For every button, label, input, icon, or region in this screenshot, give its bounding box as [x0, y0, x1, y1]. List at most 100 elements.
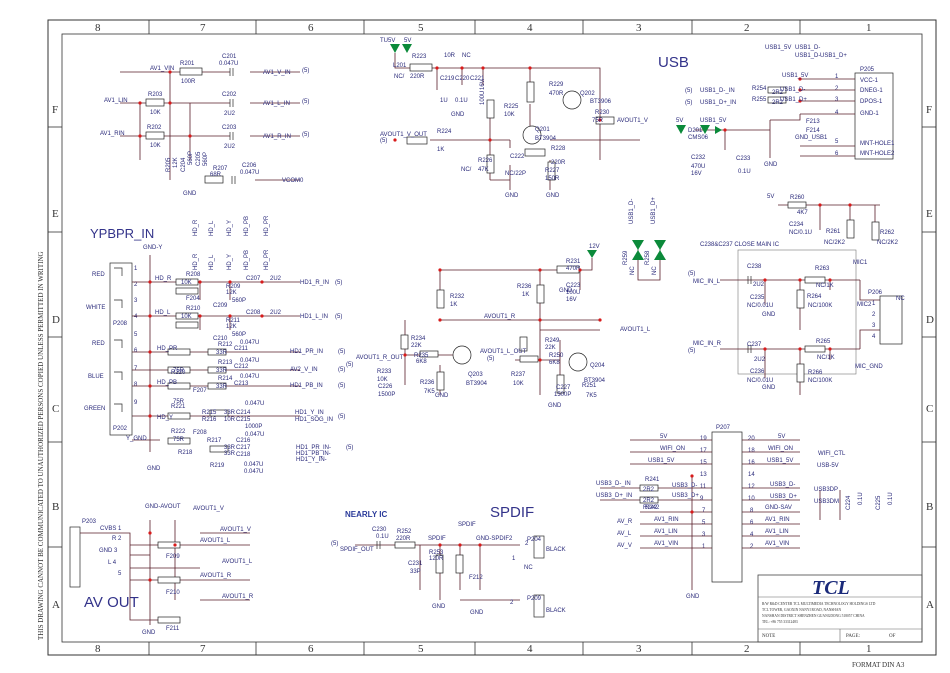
- part-value: 2U2: [224, 144, 236, 150]
- tcl-logo: TCL: [812, 577, 850, 599]
- part-ref: C213: [234, 381, 249, 387]
- part-ref: R209: [226, 284, 241, 290]
- pin-number: 1: [872, 301, 876, 307]
- net-label: AV1_VIN: [654, 541, 678, 547]
- part-ref: R223: [412, 54, 427, 60]
- part-ref: C220: [455, 76, 470, 82]
- pin-name: VCC-1: [860, 78, 879, 84]
- format-label: FORMAT DIN A3: [852, 661, 905, 669]
- page-label: PAGE:: [846, 634, 860, 639]
- part-value: NC/100K: [808, 303, 832, 309]
- part-value: 1U: [440, 98, 448, 104]
- part-ref: R225: [504, 104, 519, 110]
- net-label: USB1_D-: [795, 45, 820, 51]
- pin-number: 3: [872, 323, 876, 329]
- part-ref: C238: [747, 264, 762, 270]
- pin-number: 9: [700, 496, 704, 502]
- net-label: USB3_D+: [770, 494, 797, 500]
- net-label: HD1_R_IN: [300, 280, 329, 286]
- gnd-label: GND: [764, 162, 778, 168]
- pin-number: 14: [748, 472, 755, 478]
- part-value: 220R: [396, 536, 411, 542]
- part-value: 10K: [150, 110, 161, 116]
- pin-number: 1: [134, 266, 138, 272]
- net-label: SPDIF_OUT: [340, 547, 374, 553]
- connector-ref: P203: [82, 519, 97, 525]
- pin-number: 2: [750, 544, 754, 550]
- net-label: USB3_D-: [770, 482, 795, 488]
- net-label: HD_L: [155, 310, 171, 316]
- part-ref: R265: [816, 339, 831, 345]
- net-label: AV1_LIN: [104, 98, 128, 104]
- net-label: AV1_R_IN: [263, 134, 291, 140]
- pin-number: 4: [134, 314, 138, 320]
- part-value: 16V: [691, 171, 702, 177]
- address-line: NANSHAN DISTRICT SHENZHEN GUANGDONG 5180…: [762, 614, 865, 618]
- pin-number: 9: [134, 400, 138, 406]
- part-value: 33R: [216, 350, 228, 356]
- av-out-title: AV OUT: [84, 594, 139, 611]
- mic-block: R260 4K7 C234 NC/0.1U R261 NC/2K2 R262 N…: [688, 194, 905, 395]
- pin-number: 16: [748, 460, 755, 466]
- part-value: 0.047U: [240, 170, 259, 176]
- pin-name: DNEG-1: [860, 88, 883, 94]
- part-value: 10R: [444, 53, 456, 59]
- part-value: 75R: [173, 368, 185, 374]
- address-line: TEL: +86 755 33312483: [762, 620, 798, 624]
- gnd-label: GND: [142, 630, 156, 636]
- part-value: 12K: [173, 157, 179, 168]
- video-buffer-block: TU5V 5V AVOUT1_V_OUT AVOUT1_V NC/ (5) GN…: [380, 38, 648, 199]
- net-label: AVOUT1_L_OUT: [480, 349, 527, 355]
- pin-number: 2: [872, 312, 876, 318]
- net-label: MIC2: [857, 302, 872, 308]
- col-label: 6: [308, 22, 314, 34]
- part-ref: C217: [236, 445, 251, 451]
- pin-number: 7: [702, 508, 706, 514]
- net-label: NC: [896, 296, 905, 302]
- net-label: (5): [335, 280, 342, 286]
- part-value: 560P: [188, 151, 194, 165]
- net-label: GND-SAV: [765, 505, 792, 511]
- gnd-label: GND: [435, 393, 449, 399]
- part-ref: R205: [166, 157, 172, 172]
- pin-name: MNT-HOLE2: [860, 151, 895, 157]
- net-label: (5): [338, 414, 345, 420]
- net-label: USB1_5V: [782, 73, 808, 79]
- part-ref: R211: [226, 318, 241, 324]
- net-label: HD_PB: [244, 216, 250, 236]
- part-ref: R226: [478, 158, 493, 164]
- net-label: (5): [487, 356, 494, 362]
- part-value: 22K: [411, 343, 422, 349]
- part-value: 560P: [232, 332, 246, 338]
- part-value: 0.047U: [245, 401, 264, 407]
- part-value: 10R: [224, 417, 236, 423]
- net-label: AV_V: [617, 543, 632, 549]
- net-label: HD1_PB_IN: [290, 383, 323, 389]
- gnd-label: GND: [762, 385, 776, 391]
- pin-name: 5: [118, 571, 122, 577]
- part-value: 0.1U: [858, 492, 864, 505]
- part-ref: R220: [171, 370, 186, 376]
- net-label: 5V: [778, 434, 785, 440]
- part-ref: F209: [166, 554, 180, 560]
- net-label: MIC_GND: [855, 364, 883, 370]
- net-label: USB-5V: [817, 463, 839, 469]
- part-ref: R219: [210, 463, 225, 469]
- net-label: NC/: [394, 74, 405, 80]
- net-label: (5): [302, 68, 309, 74]
- net-label: WIFI_ON: [768, 446, 793, 452]
- part-value: NC: [462, 53, 471, 59]
- color-label: GREEN: [84, 406, 105, 412]
- row-label: E: [52, 208, 59, 220]
- part-ref: C227: [556, 385, 571, 391]
- part-value: 1K: [437, 147, 444, 153]
- net-label: AV1_LIN: [765, 529, 789, 535]
- part-value: 10K: [181, 280, 192, 286]
- pin-number: 8: [750, 508, 754, 514]
- gnd-label: GND: [762, 312, 776, 318]
- part-ref: C211: [234, 346, 249, 352]
- part-ref: R210: [186, 306, 201, 312]
- address-line: TCL TOWER, GAOXIN NANYI ROAD, NANSHAN: [762, 608, 841, 613]
- part-value: 120R: [429, 556, 444, 562]
- row-label: E: [926, 208, 933, 220]
